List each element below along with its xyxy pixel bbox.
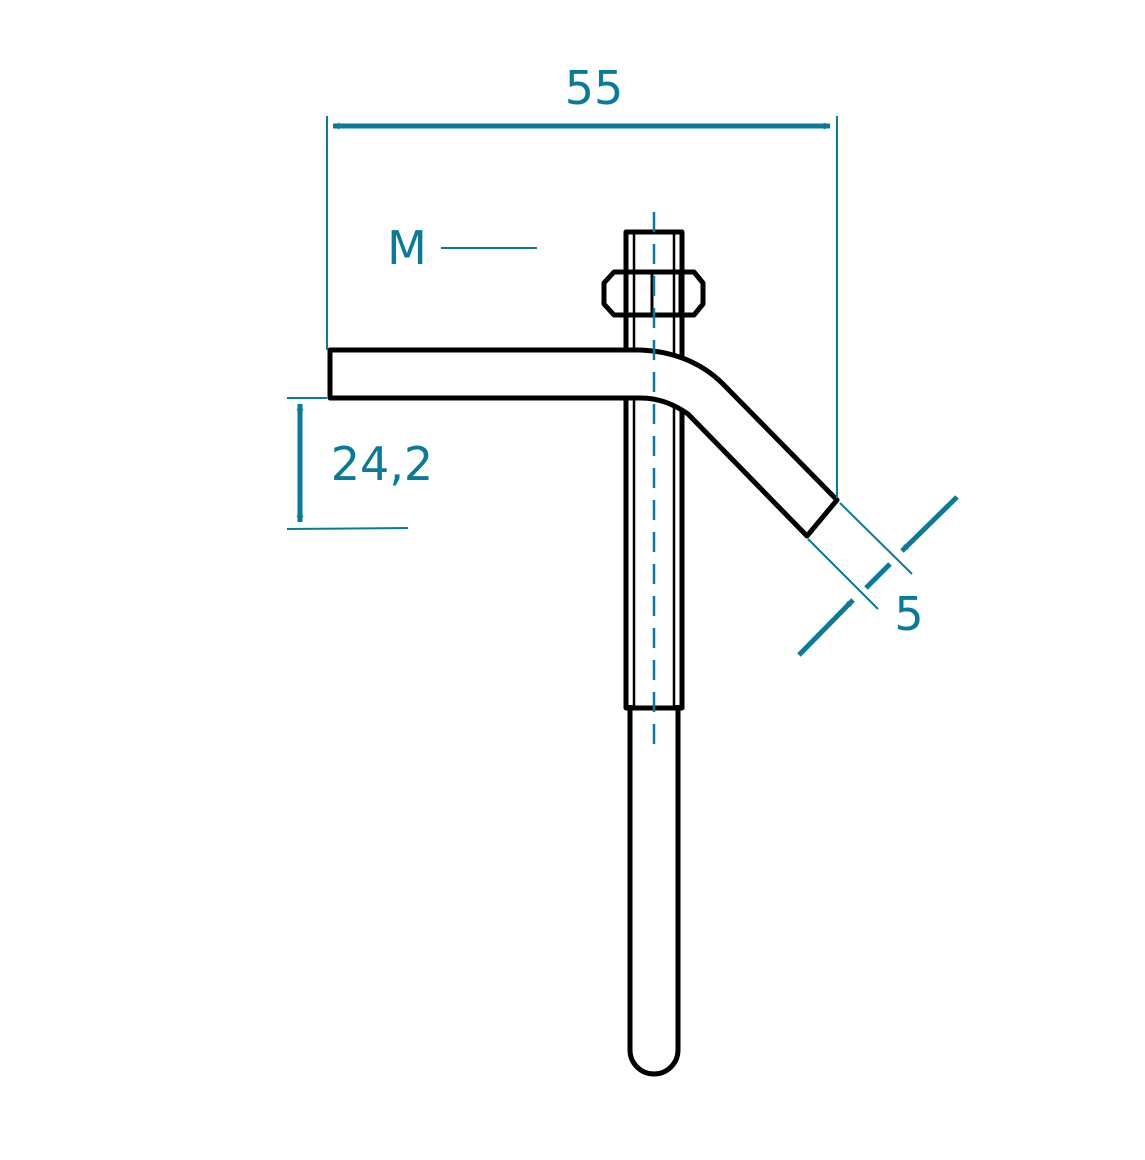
- thread-section: [623, 229, 685, 711]
- thickness-dimension: [797, 495, 959, 657]
- thickness-arrow-upper: [900, 495, 959, 553]
- height-extension-bottom: [286, 527, 409, 530]
- nut: [601, 269, 706, 318]
- part-outline: [327, 229, 840, 1077]
- thickness-extension-lower: [807, 538, 879, 610]
- thickness-label: 5: [894, 587, 923, 641]
- thread-label: M: [387, 221, 427, 275]
- height-label: 24,2: [331, 437, 433, 491]
- thickness-extension-upper: [839, 502, 913, 575]
- width-label: 55: [565, 61, 624, 115]
- height-dimension: [286, 397, 409, 530]
- width-dimension: [326, 116, 838, 498]
- thickness-arrow-lower: [797, 598, 855, 657]
- bolt-shank: [627, 705, 681, 1077]
- bracket: [327, 347, 840, 539]
- thickness-center-mark: [864, 562, 892, 590]
